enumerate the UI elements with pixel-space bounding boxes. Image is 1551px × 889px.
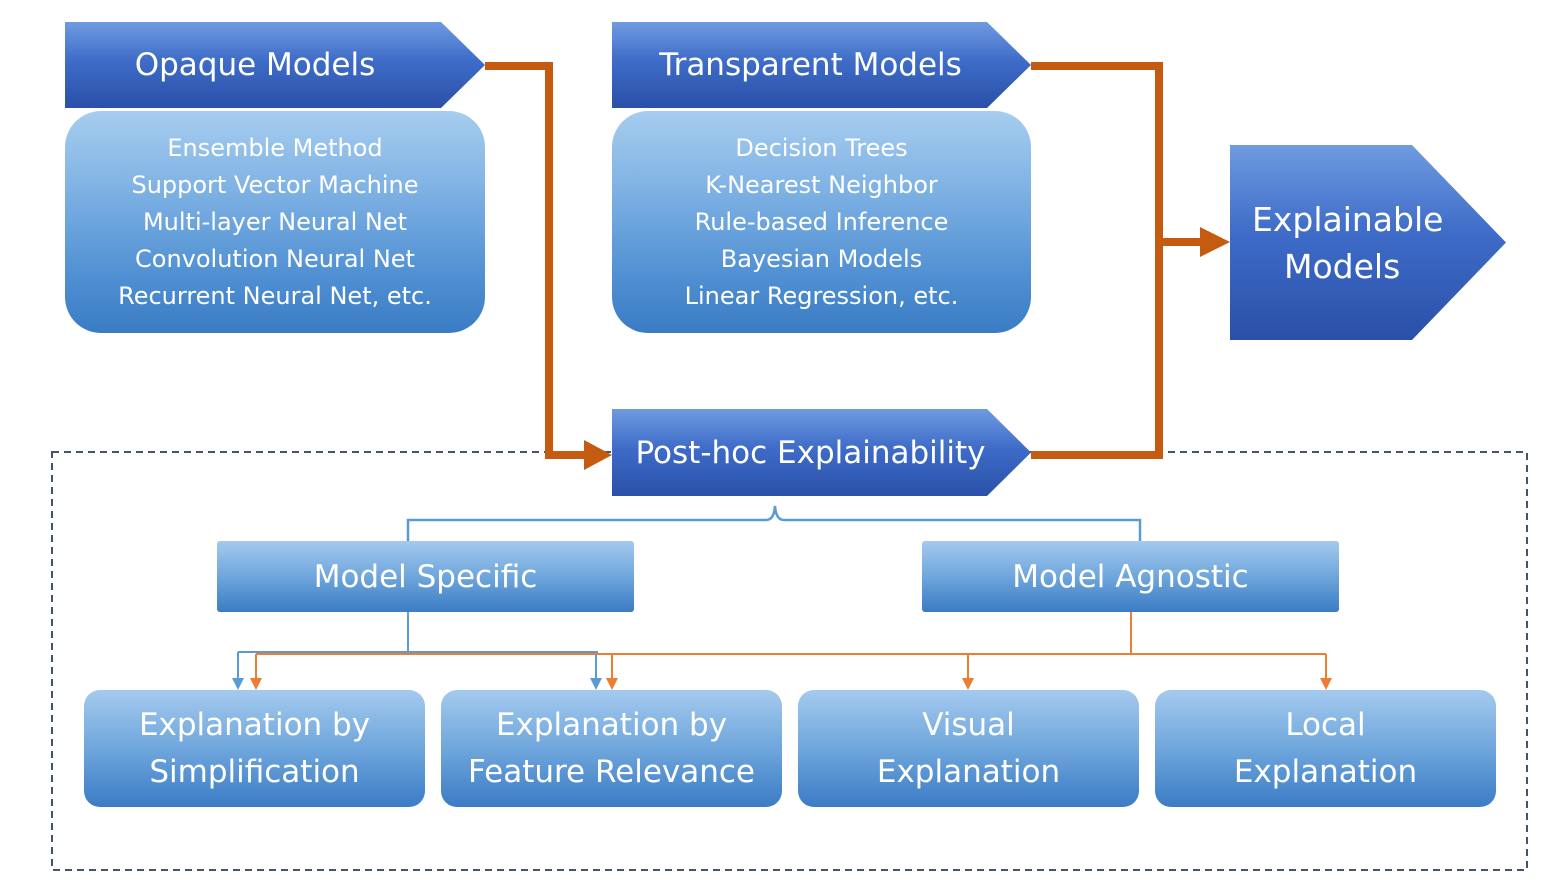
leaf-explanation-by-feature-relevance: Explanation by Feature Relevance [441,690,782,807]
opaque-to-posthoc-connector [485,62,588,459]
transparent-models-list: Decision Trees K-Nearest Neighbor Rule-b… [612,111,1031,333]
opaque-item: Recurrent Neural Net, etc. [118,281,432,310]
opaque-item: Convolution Neural Net [135,244,415,273]
agnostic-arrowhead-4 [1320,678,1332,690]
transparent-to-explainable-connector [1031,62,1163,242]
posthoc-title: Post-hoc Explainability [635,434,986,471]
opaque-models-title: Opaque Models [134,47,376,83]
transparent-models-title: Transparent Models [659,47,962,83]
explainable-line-1: Explainable [1252,199,1444,239]
leaf-local-explanation: Local Explanation [1155,690,1496,807]
agnostic-arrowhead-2 [606,678,618,690]
transparent-models-header: Transparent Models [612,22,1031,108]
leaf-line-2: Explanation [1233,753,1418,790]
leaf-line-2: Simplification [149,753,360,790]
posthoc-brace [406,505,1142,541]
agnostic-arrowhead-1 [250,678,262,690]
leaf-line-2: Explanation [876,753,1061,790]
transparent-item: Linear Regression, etc. [684,281,959,310]
leaf-line-1: Explanation by [138,706,371,743]
model-specific-title: Model Specific [313,558,538,595]
posthoc-to-explainable-connector [1031,242,1163,459]
opaque-to-posthoc-arrowhead [584,440,612,470]
leaf-line-1: Local [1285,706,1366,743]
model-agnostic-title: Model Agnostic [1012,558,1249,595]
specific-arrowhead-2 [590,678,602,690]
model-specific-links [237,612,598,680]
leaf-explanation-by-simplification: Explanation by Simplification [84,690,425,807]
opaque-item: Ensemble Method [167,133,383,162]
transparent-item: Decision Trees [735,133,908,162]
opaque-item: Support Vector Machine [131,170,419,199]
transparent-item: Rule-based Inference [694,207,949,236]
specific-arrowhead-1 [232,678,244,690]
agnostic-arrowhead-3 [962,678,974,690]
explainable-line-2: Models [1284,246,1401,286]
leaf-visual-explanation: Visual Explanation [798,690,1139,807]
bus-to-explainable-arrowhead [1200,227,1230,257]
leaf-line-2: Feature Relevance [467,753,755,790]
transparent-item: K-Nearest Neighbor [705,170,938,199]
opaque-item: Multi-layer Neural Net [142,207,408,236]
leaf-line-1: Visual [922,706,1015,743]
model-specific-node: Model Specific [217,541,634,612]
transparent-item: Bayesian Models [720,244,923,273]
model-agnostic-node: Model Agnostic [922,541,1339,612]
opaque-models-list: Ensemble Method Support Vector Machine M… [65,111,485,333]
model-agnostic-links [255,612,1327,680]
opaque-models-header: Opaque Models [65,22,485,108]
post-hoc-region-border [51,451,1528,871]
leaf-line-1: Explanation by [495,706,728,743]
posthoc-explainability-header: Post-hoc Explainability [612,409,1031,496]
